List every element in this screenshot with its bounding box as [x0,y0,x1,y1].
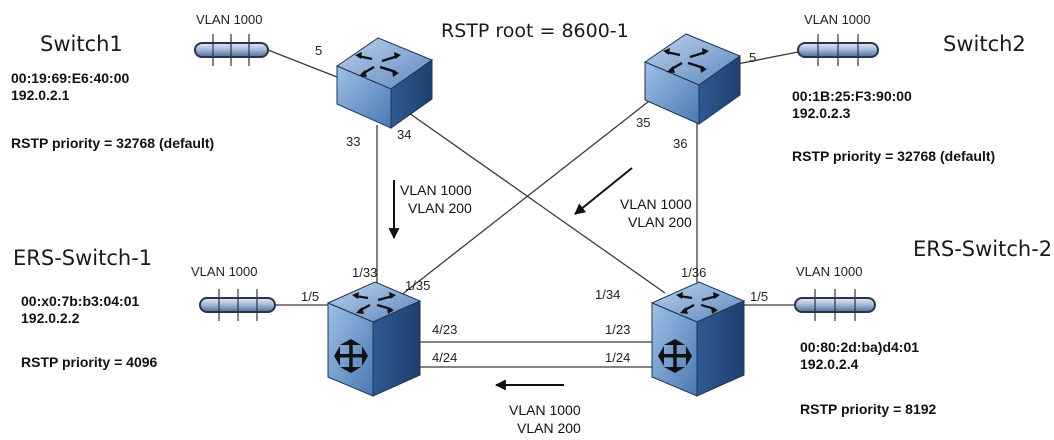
vlan-segment-ers2 [794,289,876,321]
ers-switch-1-priority: RSTP priority = 4096 [21,354,158,370]
vlan-segment-ers1 [199,289,276,321]
port-switch2-35: 35 [636,115,650,130]
link-switch2-ers1 [399,97,654,297]
port-ers2-1-23: 1/23 [605,322,630,337]
switch2-icon [643,33,742,125]
flow-label-3-line1: VLAN 1000 [509,402,581,418]
ers-switch-1-ip: 192.0.2.2 [21,310,80,326]
port-switch1-5: 5 [315,43,322,58]
ers-switch-1-icon [326,281,422,397]
port-switch1-34: 34 [397,127,411,142]
switch1-icon [335,37,434,129]
switch2-mac: 00:1B:25:F3:90:00 [792,88,912,104]
switch1-mac: 00:19:69:E6:40:00 [11,70,130,86]
flow-label-1-line1: VLAN 1000 [400,182,472,198]
switch2-ip: 192.0.2.3 [792,105,851,121]
port-ers2-1-36: 1/36 [681,265,706,280]
port-switch1-33: 33 [346,134,360,149]
ers-switch-1-mac: 00:x0:7b:b3:04:01 [21,293,139,309]
port-ers1-4-23: 4/23 [432,322,457,337]
port-ers1-1-5: 1/5 [301,289,319,304]
port-switch2-5: 5 [749,50,756,65]
flow-label-2-line2: VLAN 200 [628,214,692,230]
flow-label-2-line1: VLAN 1000 [620,196,692,212]
flow-arrow-diagonal [574,167,633,215]
link-switch1-ers2 [398,105,666,294]
switch2-name: Switch2 [943,32,1026,56]
port-ers2-1-5: 1/5 [750,289,768,304]
ers-switch-1-name: ERS-Switch-1 [13,246,152,270]
links [267,49,799,368]
vlan-label-ers2: VLAN 1000 [796,264,863,279]
port-ers1-1-35: 1/35 [405,278,430,293]
ers-switch-2-mac: 00:80:2d:ba)d4:01 [800,339,919,355]
port-ers2-1-34: 1/34 [595,287,620,302]
switch1-ip: 192.0.2.1 [11,87,70,103]
ers-switch-2-icon [650,281,746,397]
link-switch1-vlan [267,49,338,78]
ers-switch-2-name: ERS-Switch-2 [913,237,1052,261]
ers-switch-2-ip: 192.0.2.4 [800,356,859,372]
port-switch2-36: 36 [673,136,687,151]
vlan-segment-switch1 [194,34,269,66]
port-ers1-1-33: 1/33 [352,265,377,280]
switch2-priority: RSTP priority = 32768 (default) [792,148,995,164]
port-ers1-4-24: 4/24 [432,350,457,365]
switch1-name: Switch1 [40,32,123,56]
flow-label-3-line2: VLAN 200 [517,420,581,436]
vlan-label-ers1: VLAN 1000 [191,264,258,279]
rstp-root-title: RSTP root = 8600-1 [441,20,629,42]
switch1-priority: RSTP priority = 32768 (default) [11,135,214,151]
vlan-label-switch2: VLAN 1000 [804,12,871,27]
vlan-label-switch1: VLAN 1000 [196,12,263,27]
flow-label-1-line2: VLAN 200 [408,200,472,216]
ers-switch-2-priority: RSTP priority = 8192 [800,401,937,417]
vlan-segment-switch2 [797,34,879,66]
port-ers2-1-24: 1/24 [605,350,630,365]
